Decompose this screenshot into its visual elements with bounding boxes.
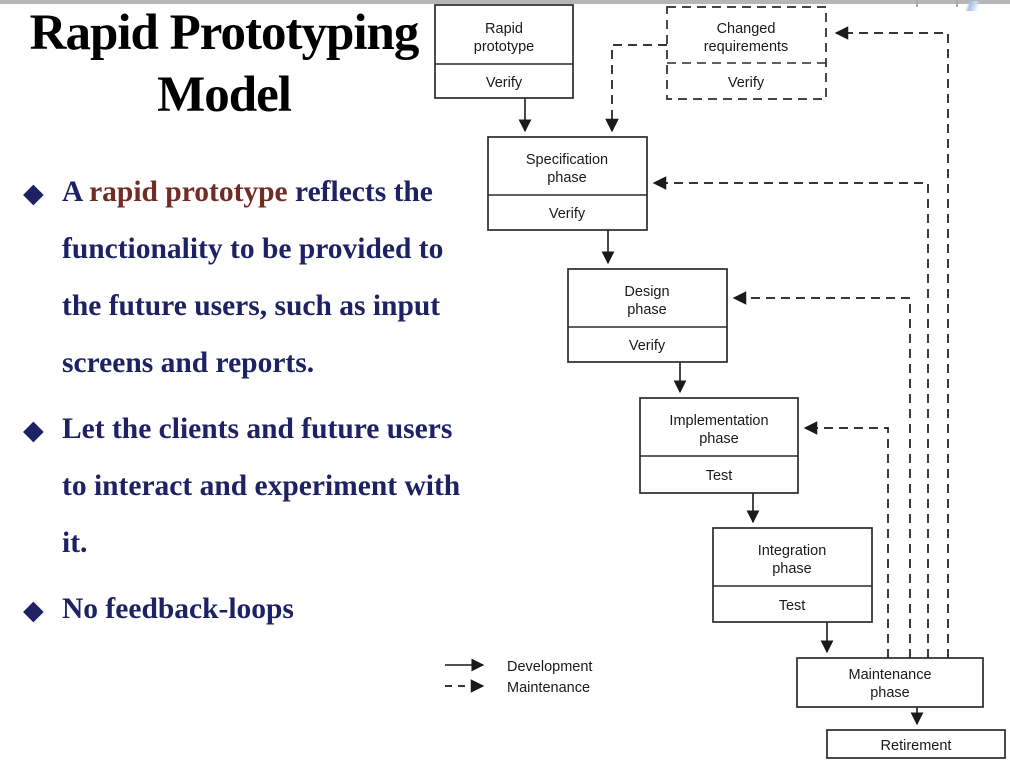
page-title: Rapid Prototyping Model	[0, 2, 448, 126]
box-implementation-phase: Implementation phase Test	[639, 397, 799, 494]
title-line-2: Model	[157, 67, 292, 123]
box-sublabel: Test	[779, 598, 806, 614]
box-sublabel: Verify	[549, 206, 586, 222]
box-outline	[434, 4, 574, 99]
bullet-item-rapid-prototype: ◆ A rapid prototype reflects the functio…	[14, 164, 466, 392]
box-label: Specification	[526, 152, 608, 168]
box-label: prototype	[474, 39, 534, 55]
box-outline	[666, 6, 827, 100]
box-label: phase	[870, 685, 910, 701]
legend: Development Maintenance	[445, 658, 592, 696]
bullet-item-no-feedback-loops: ◆ No feedback-loops	[14, 581, 466, 638]
window-edge-artifact	[0, 0, 1010, 4]
box-outline	[826, 729, 1006, 759]
box-sublabel: Verify	[629, 338, 666, 354]
box-label: Implementation	[669, 413, 768, 429]
maintenance-arrow-to-specification	[652, 176, 929, 658]
bullet-text: A rapid prototype reflects the functiona…	[62, 176, 443, 379]
box-maintenance-phase: Maintenance phase	[796, 657, 984, 708]
window-edge-tick	[916, 0, 918, 7]
bullet-text: No feedback-loops	[62, 593, 294, 625]
diamond-bullet-icon: ◆	[23, 415, 44, 446]
box-label: requirements	[704, 39, 789, 55]
box-sublabel: Test	[706, 468, 733, 484]
box-label: Rapid	[485, 21, 523, 37]
box-label: Maintenance	[848, 667, 931, 683]
box-integration-phase: Integration phase Test	[712, 527, 873, 623]
box-label: phase	[772, 561, 812, 577]
box-label: phase	[699, 431, 739, 447]
bullet-text: Let the clients and future users to inte…	[62, 413, 461, 559]
box-label: Design	[624, 284, 669, 300]
box-label: Integration	[758, 543, 827, 559]
box-outline	[487, 136, 648, 231]
box-rapid-prototype: Rapid prototype Verify	[434, 4, 574, 99]
box-sublabel: Verify	[486, 75, 523, 91]
diamond-bullet-icon: ◆	[23, 595, 44, 626]
box-outline	[712, 527, 873, 623]
box-sublabel: Verify	[728, 75, 765, 91]
window-corner-artifact	[955, 1, 987, 11]
diamond-bullet-icon: ◆	[23, 178, 44, 209]
box-retirement: Retirement	[826, 729, 1006, 759]
legend-development-label: Development	[507, 659, 592, 675]
box-label: phase	[627, 302, 667, 318]
highlight-rapid-prototype: rapid prototype	[89, 176, 288, 208]
changed-requirements-arrow-to-specification	[605, 44, 667, 133]
box-label: Changed	[717, 21, 776, 37]
box-specification-phase: Specification phase Verify	[487, 136, 648, 231]
bullet-text-post: reflects the functionality to be provide…	[62, 176, 444, 379]
box-label: Retirement	[881, 738, 952, 754]
box-label: phase	[547, 170, 587, 186]
legend-maintenance-label: Maintenance	[507, 680, 590, 696]
bullet-text-pre: A	[62, 176, 90, 208]
maintenance-arrow-to-implementation	[803, 421, 889, 658]
title-line-1: Rapid Prototyping	[29, 5, 420, 61]
box-outline	[796, 657, 984, 708]
box-outline	[639, 397, 799, 494]
bullet-list: ◆ A rapid prototype reflects the functio…	[14, 164, 466, 647]
maintenance-arrow-to-design	[732, 291, 911, 658]
box-changed-requirements: Changed requirements Verify	[666, 6, 827, 100]
box-outline	[567, 268, 728, 363]
box-design-phase: Design phase Verify	[567, 268, 728, 363]
bullet-item-clients-interact: ◆ Let the clients and future users to in…	[14, 401, 466, 572]
